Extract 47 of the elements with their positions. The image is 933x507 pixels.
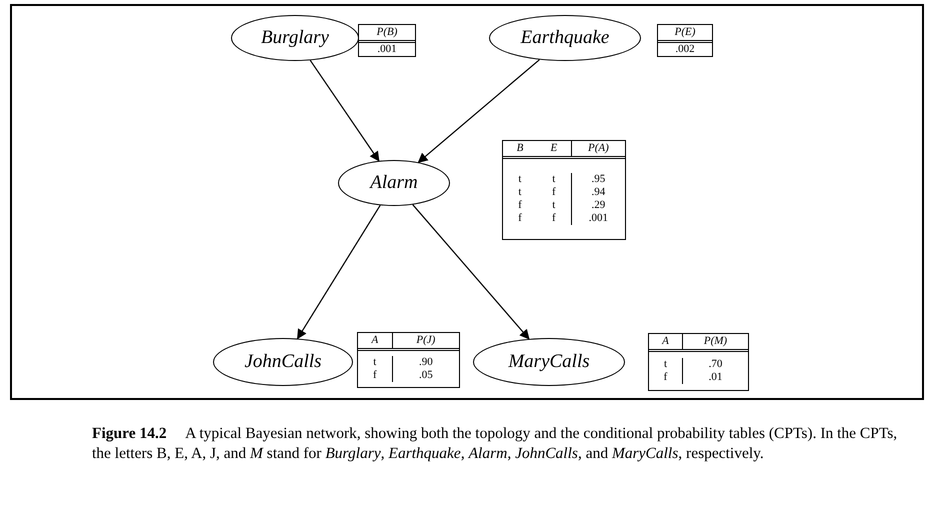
table-cell-text: t — [517, 173, 522, 186]
arrow — [418, 59, 540, 163]
node-label: MaryCalls — [508, 350, 590, 374]
arrow — [310, 60, 380, 162]
table-cell: .94 — [570, 186, 625, 199]
probability-table — [358, 24, 416, 57]
table-header: A — [370, 333, 380, 348]
table-header: P(A) — [570, 141, 625, 156]
table-cell: .29 — [570, 199, 625, 212]
arrow — [412, 204, 530, 340]
table-cell: .001 — [570, 212, 625, 225]
variable-ellipse — [231, 15, 359, 61]
table-cell: .05 — [392, 369, 459, 382]
table-cell-text: f — [372, 369, 378, 382]
figure-caption: Figure 14.2 A typical Bayesian network, showing both the topology and the conditional probability tables (CPTs). In the CPTs, the letters B, E, A, J, and M stand for Burglary, Earthquake, Alarm, JohnCalls, and MaryCalls, respectively. — [92, 424, 898, 464]
table-cell: .95 — [570, 173, 625, 186]
table-cell: .90 — [392, 356, 459, 369]
table-cell-text: f — [517, 212, 523, 225]
table-cell-text: .002 — [674, 43, 696, 56]
table-header: P(B) — [376, 25, 398, 40]
node-label: Earthquake — [520, 26, 610, 50]
arrow — [297, 204, 381, 340]
node-label: JohnCalls — [244, 350, 322, 374]
table-header: E — [549, 141, 558, 156]
table-header: A — [660, 334, 670, 349]
probability-table — [357, 332, 460, 388]
probability-table — [502, 140, 626, 240]
node-label: Burglary — [261, 26, 329, 50]
table-cell-text: f — [550, 212, 557, 225]
table-cell-text: t — [551, 199, 556, 212]
table-cell: .01 — [682, 371, 748, 384]
table-cell-text: f — [517, 199, 523, 212]
table-cell-text: t — [662, 358, 668, 371]
node-label: Alarm — [370, 170, 418, 195]
probability-table — [657, 24, 713, 57]
table-cell-text: .001 — [376, 43, 398, 56]
table-cell-text: f — [550, 186, 557, 199]
probability-table — [648, 333, 749, 391]
table-cell-text: f — [662, 371, 668, 384]
table-cell: .70 — [682, 358, 748, 371]
table-cell-text: t — [517, 186, 522, 199]
table-cell-text: t — [372, 356, 378, 369]
table-cell-text: t — [551, 173, 556, 186]
table-header: P(J) — [392, 333, 459, 348]
table-header: B — [516, 141, 524, 156]
table-header: P(E) — [674, 25, 696, 40]
table-header: P(M) — [682, 334, 748, 349]
